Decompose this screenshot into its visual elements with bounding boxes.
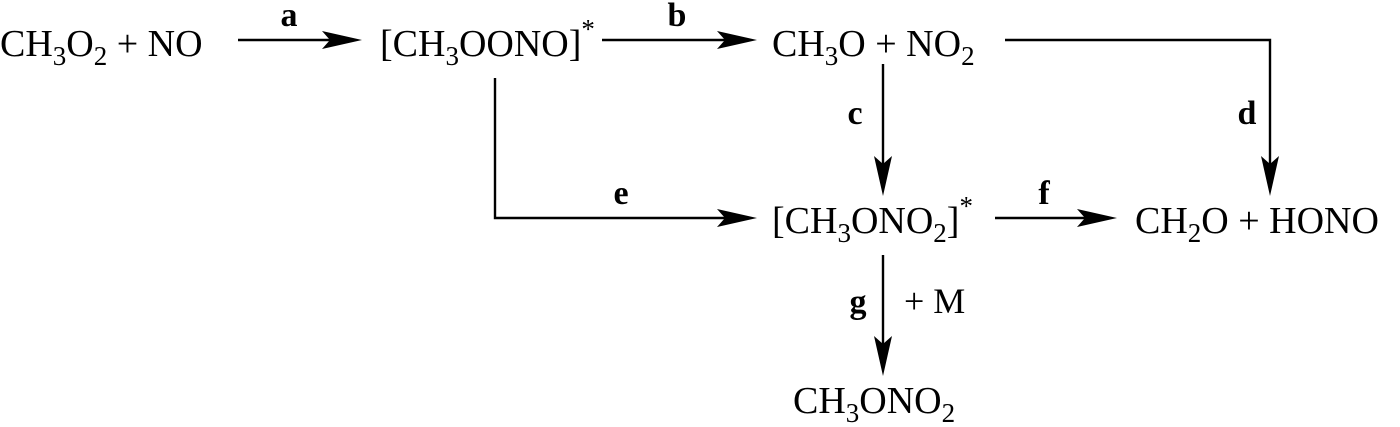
- nitrate-excited: [CH3ONO2]*: [772, 191, 973, 248]
- step-label-c: c: [847, 95, 862, 132]
- arrow-g-head: [874, 336, 892, 376]
- methyl-nitrate: CH3ONO2: [793, 380, 955, 427]
- step-label-e: e: [613, 175, 628, 212]
- arrow-d: [1005, 38, 1272, 164]
- step-label-f: f: [1038, 175, 1050, 212]
- step-label-g: g: [850, 284, 867, 321]
- reactants: CH3O2 + NO: [0, 23, 203, 71]
- methoxy-plus-no2: CH3O + NO2: [772, 23, 975, 71]
- arrow-c-head: [874, 156, 892, 196]
- arrow-a-head: [322, 31, 362, 49]
- step-label-b: b: [668, 0, 687, 34]
- third-body-label: + M: [904, 281, 965, 321]
- arrow-e: [493, 78, 725, 220]
- step-label-a: a: [281, 0, 298, 34]
- formaldehyde-plus-hono: CH2O + HONO: [1135, 200, 1379, 248]
- step-label-d: d: [1238, 95, 1257, 132]
- arrow-d-head: [1261, 156, 1279, 196]
- arrow-e-head: [717, 209, 757, 227]
- arrow-f-head: [1077, 209, 1117, 227]
- arrow-b-head: [717, 31, 757, 49]
- peroxynitrite-excited: [CH3OONO]*: [380, 14, 595, 71]
